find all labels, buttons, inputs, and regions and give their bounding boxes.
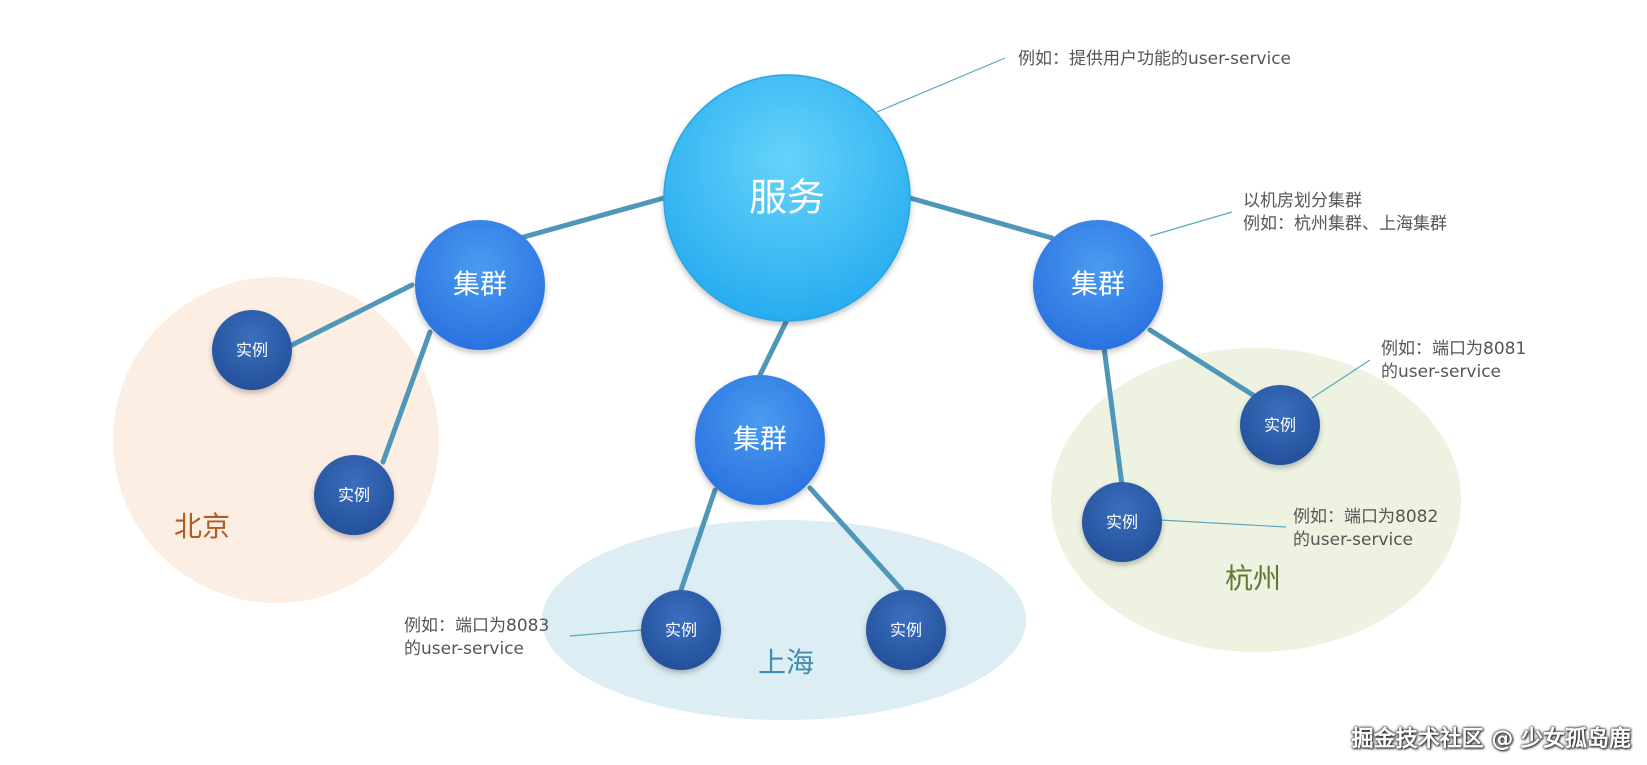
- port-8082-note-line2: 的user-service: [1293, 530, 1413, 550]
- leader-8081-note: [1311, 359, 1371, 399]
- instance-node-hz2: 实例: [1240, 385, 1320, 465]
- cluster-label: 集群: [733, 425, 787, 456]
- leader-8082-note: [1159, 519, 1287, 528]
- service-label: 服务: [749, 176, 825, 220]
- edge-left-cluster-bj2: [380, 329, 433, 465]
- instance-label: 实例: [1264, 416, 1296, 435]
- edges: [289, 195, 1256, 593]
- cluster-circle: [415, 220, 545, 350]
- instance-node-bj1: 实例: [212, 310, 292, 390]
- instance-label: 实例: [1106, 513, 1138, 532]
- service-circle: [663, 74, 911, 322]
- cluster-note-line2: 例如：杭州集群、上海集群: [1243, 214, 1447, 234]
- shanghai-label: 上海: [758, 646, 814, 679]
- port-8083-note-line2: 的user-service: [404, 639, 524, 659]
- service-node: 服务: [663, 74, 911, 322]
- instance-label: 实例: [338, 486, 370, 505]
- port-8081-note-line1: 例如：端口为8081: [1381, 339, 1526, 359]
- instance-circle: [641, 590, 721, 670]
- instance-node-bj2: 实例: [314, 455, 394, 535]
- edge-service-left-cluster: [517, 195, 667, 241]
- service-note: 例如：提供用户功能的user-service: [1018, 49, 1291, 69]
- cluster-label: 集群: [1071, 270, 1125, 301]
- cluster-label: 集群: [453, 270, 507, 301]
- instance-node-sh1: 实例: [641, 590, 721, 670]
- edge-service-right-cluster: [907, 195, 1055, 241]
- instance-label: 实例: [890, 621, 922, 640]
- instance-node-hz1: 实例: [1082, 482, 1162, 562]
- beijing-label: 北京: [174, 510, 230, 543]
- shanghai-region: [542, 520, 1026, 720]
- port-8082-note-line1: 例如：端口为8082: [1293, 507, 1438, 527]
- instance-node-sh2: 实例: [866, 590, 946, 670]
- watermark: 掘金技术社区 @ 少女孤岛鹿: [1351, 727, 1631, 752]
- edge-center-cluster-sh2: [807, 485, 905, 593]
- instance-circle: [866, 590, 946, 670]
- cluster-note-line1: 以机房划分集群: [1243, 191, 1362, 211]
- cluster-node-left: 集群: [415, 220, 545, 350]
- leader-8083-note: [569, 629, 643, 637]
- hangzhou-region: [1051, 348, 1461, 652]
- note-leaders: [569, 57, 1371, 637]
- cluster-node-center: 集群: [695, 375, 825, 505]
- port-8081-note-line2: 的user-service: [1381, 362, 1501, 382]
- edge-right-cluster-hz2: [1147, 327, 1256, 398]
- port-8083-note-line1: 例如：端口为8083: [404, 616, 549, 636]
- cluster-circle: [1033, 220, 1163, 350]
- hangzhou-label: 杭州: [1225, 562, 1281, 595]
- cluster-node-right: 集群: [1033, 220, 1163, 350]
- instance-circle: [1240, 385, 1320, 465]
- edge-service-center-cluster: [757, 319, 789, 378]
- leader-service-note: [876, 57, 1006, 113]
- leader-cluster-note: [1149, 211, 1233, 237]
- edge-left-cluster-bj1: [289, 282, 415, 348]
- cluster-circle: [695, 375, 825, 505]
- edge-right-cluster-hz1: [1099, 329, 1125, 488]
- instance-circle: [212, 310, 292, 390]
- instance-label: 实例: [665, 621, 697, 640]
- instance-label: 实例: [236, 341, 268, 360]
- instance-circle: [1082, 482, 1162, 562]
- edge-center-cluster-sh1: [678, 487, 718, 593]
- instance-circle: [314, 455, 394, 535]
